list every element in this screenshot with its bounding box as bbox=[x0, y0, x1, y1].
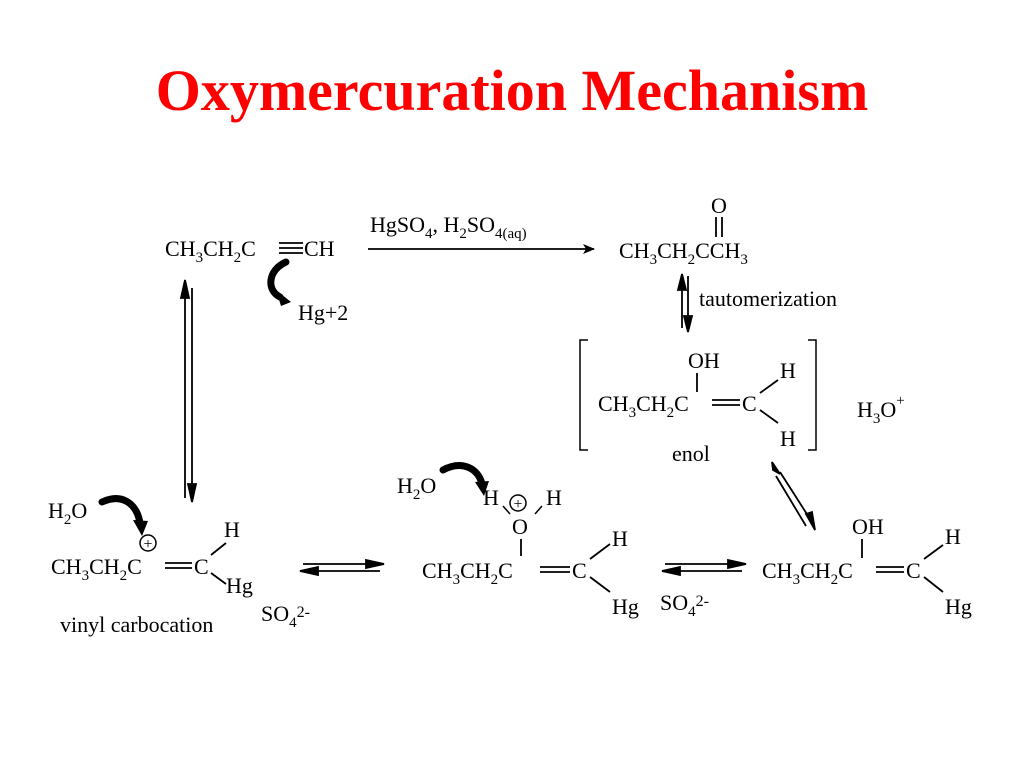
svg-text:CH3CH2C: CH3CH2C bbox=[598, 391, 689, 421]
svg-text:CH3CH2C: CH3CH2C bbox=[165, 236, 256, 266]
svg-text:OH: OH bbox=[688, 348, 720, 373]
svg-text:Hg: Hg bbox=[945, 594, 972, 619]
triple-bond bbox=[279, 242, 303, 254]
svg-text:CH3CH2C: CH3CH2C bbox=[51, 554, 142, 584]
svg-text:O: O bbox=[711, 193, 727, 218]
equilibrium-arrows-2 bbox=[661, 558, 747, 577]
slide-title: Oxymercuration Mechanism bbox=[155, 58, 869, 123]
positive-charge-icon: + bbox=[509, 494, 527, 513]
svg-text:C: C bbox=[906, 558, 921, 583]
curved-arrow-icon bbox=[267, 258, 291, 306]
tautomerization-label: tautomerization bbox=[699, 286, 837, 311]
curved-arrow-icon bbox=[439, 462, 489, 496]
alkyne-ch3: CH bbox=[165, 236, 196, 261]
svg-text:H: H bbox=[780, 426, 796, 451]
vinyl-carbocation-label: vinyl carbocation bbox=[60, 612, 213, 637]
left-equilibrium-arrows bbox=[179, 279, 198, 503]
svg-text:CH3CH2C: CH3CH2C bbox=[762, 558, 853, 588]
svg-text:CH3CH2CCH3: CH3CH2CCH3 bbox=[619, 238, 748, 268]
svg-text:H2O: H2O bbox=[397, 473, 436, 503]
vinyl-carbocation-structure: H2O + H CH3CH2C C Hg vinyl carbocation S… bbox=[48, 495, 310, 637]
butyne-structure: CH3CH2C CH bbox=[165, 236, 335, 266]
svg-text:CH3CH2C: CH3CH2C bbox=[422, 558, 513, 588]
diagonal-equilibrium-arrows bbox=[771, 461, 816, 531]
curved-arrow-icon bbox=[98, 495, 148, 536]
svg-text:H: H bbox=[612, 526, 628, 551]
svg-text:C: C bbox=[572, 558, 587, 583]
svg-text:H2O: H2O bbox=[48, 498, 87, 528]
mercury-enol-structure: OH H CH3CH2C C Hg bbox=[762, 514, 972, 619]
svg-text:H: H bbox=[224, 517, 240, 542]
oxonium-structure: H2O H + H O H CH3CH2C C Hg SO42- bbox=[397, 462, 709, 620]
svg-text:+: + bbox=[513, 496, 522, 513]
svg-text:H: H bbox=[945, 524, 961, 549]
svg-text:Hg: Hg bbox=[226, 573, 253, 598]
svg-text:C: C bbox=[742, 391, 757, 416]
tautomerization-arrows bbox=[676, 273, 694, 333]
enol-label: enol bbox=[672, 441, 710, 466]
svg-text:OH: OH bbox=[852, 514, 884, 539]
sulfate-ion: SO42- bbox=[660, 590, 709, 620]
mercury-ion: Hg+2 bbox=[298, 300, 348, 325]
enol-structure: OH H CH3CH2C C H enol bbox=[579, 339, 817, 466]
equilibrium-arrows-1 bbox=[299, 558, 385, 577]
svg-text:+: + bbox=[143, 536, 152, 553]
sulfate-ion: SO42- bbox=[261, 601, 310, 631]
svg-text:HgSO4, H2SO4(aq): HgSO4, H2SO4(aq) bbox=[370, 212, 527, 242]
positive-charge-icon: + bbox=[139, 534, 157, 553]
reagents-label: HgSO4, H2SO4(aq) bbox=[370, 212, 527, 242]
svg-text:O: O bbox=[512, 514, 528, 539]
svg-text:Hg: Hg bbox=[612, 594, 639, 619]
ketone-structure: O CH3CH2CCH3 bbox=[619, 193, 748, 268]
hydronium: H3O+ bbox=[857, 393, 905, 427]
svg-text:H: H bbox=[483, 485, 499, 510]
svg-text:C: C bbox=[194, 554, 209, 579]
svg-text:H: H bbox=[780, 358, 796, 383]
alkyne-ch: CH bbox=[304, 236, 335, 261]
svg-text:H: H bbox=[546, 485, 562, 510]
